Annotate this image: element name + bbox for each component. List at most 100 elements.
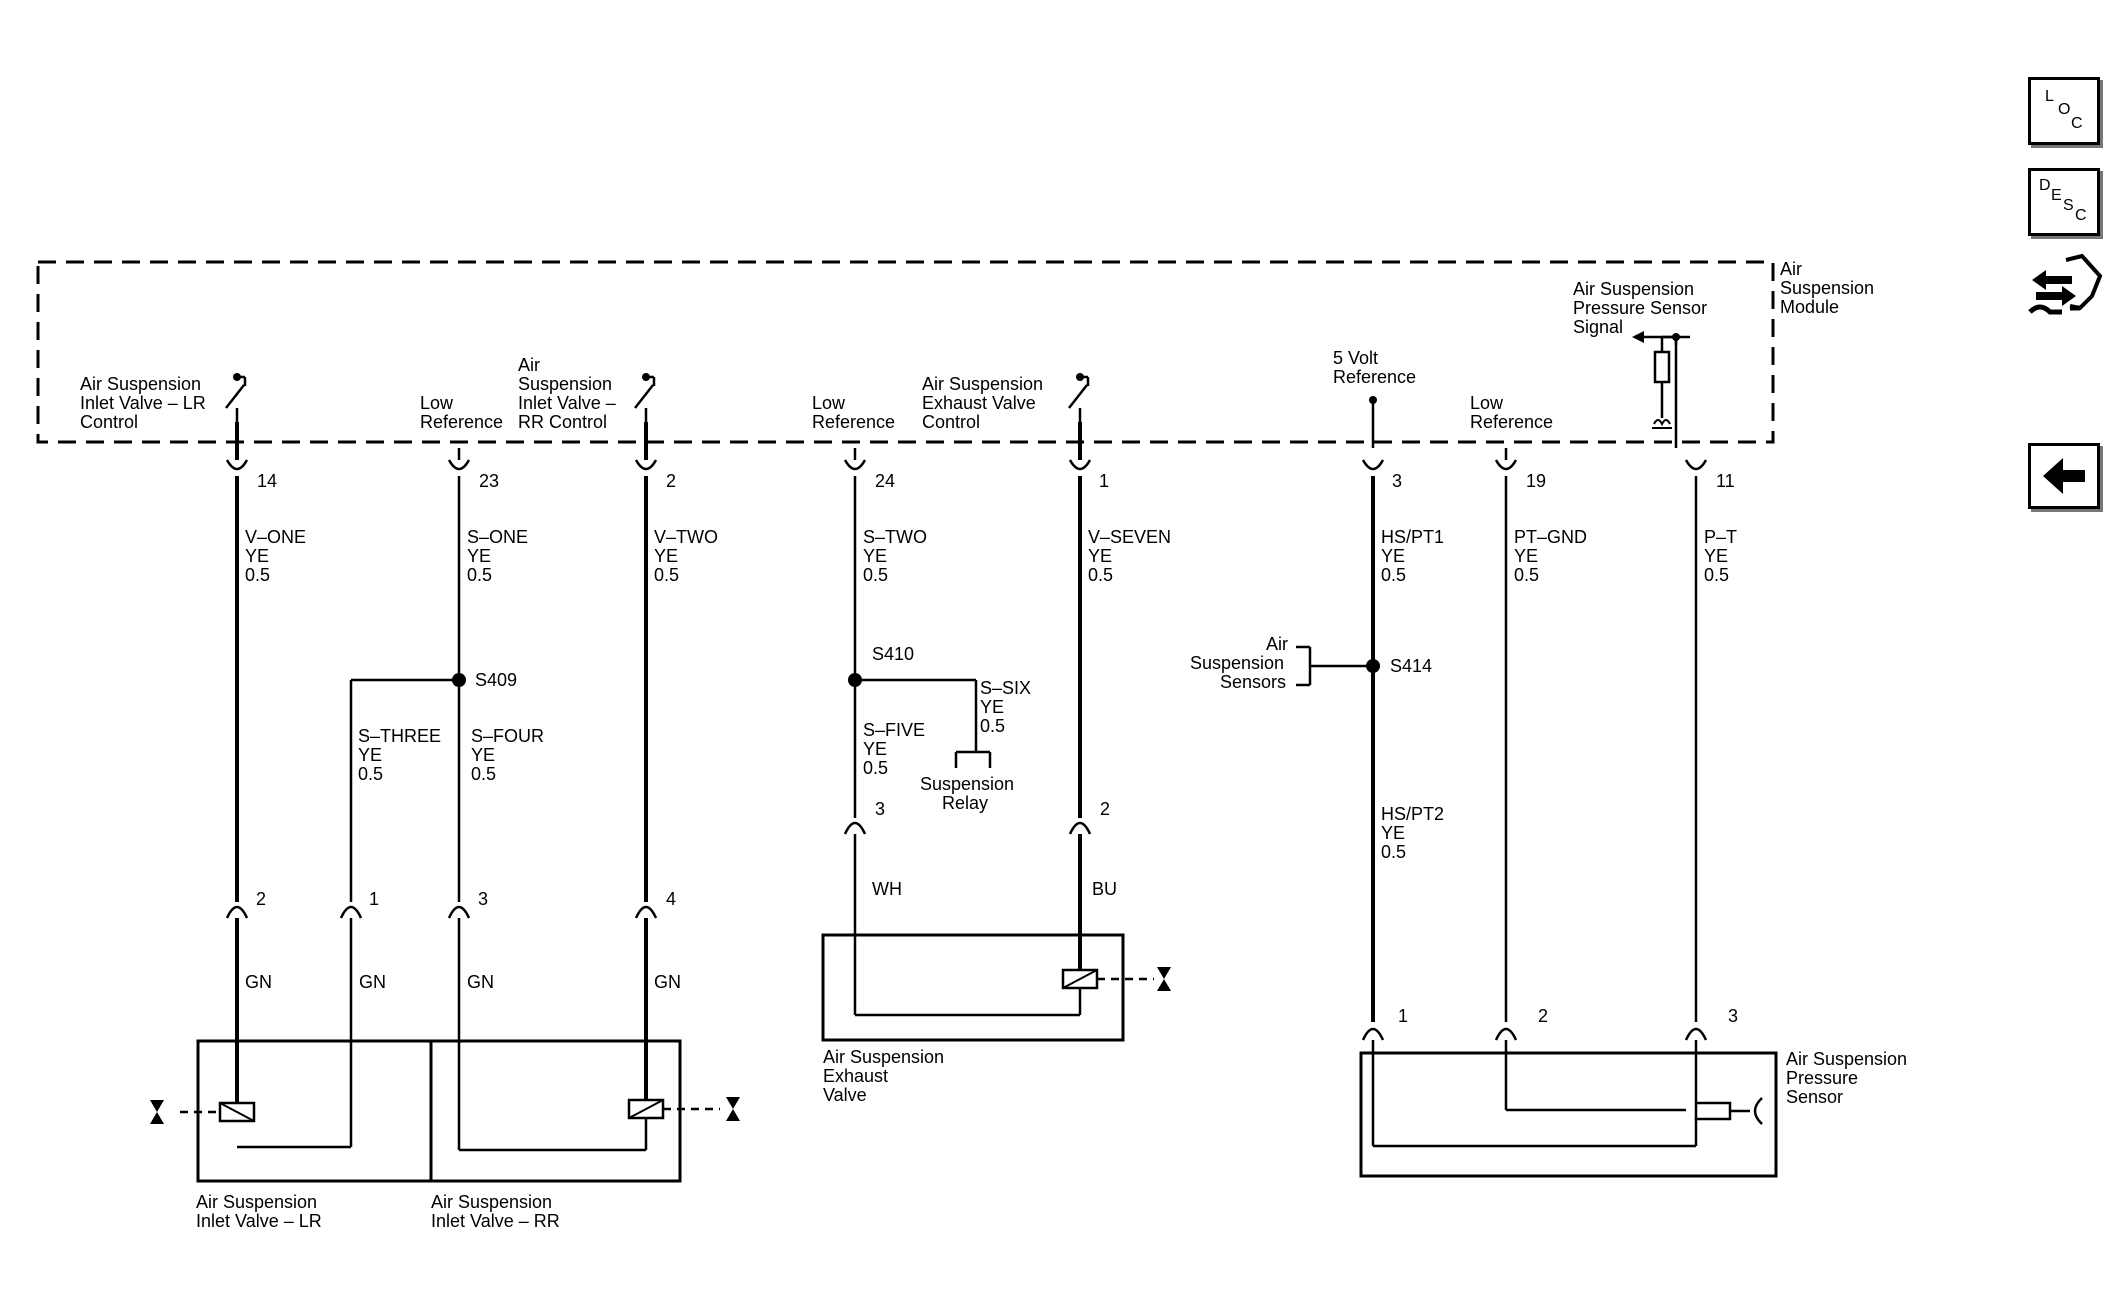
svg-text:Low: Low <box>420 393 454 413</box>
inlet-valve-rr <box>429 1039 740 1183</box>
svg-text:S–TWO: S–TWO <box>863 527 927 547</box>
svg-text:Air Suspension: Air Suspension <box>1786 1049 1907 1069</box>
svg-text:Inlet Valve – LR: Inlet Valve – LR <box>196 1211 322 1231</box>
exhaust-valve-pins: 3 2 WH BU <box>872 799 1117 899</box>
svg-text:S–THREE: S–THREE <box>358 726 441 746</box>
module-pin-numbers: 14 23 2 24 1 3 19 11 <box>257 471 1735 491</box>
module-name-label: Air Suspension Module <box>1780 259 1874 317</box>
pin-3-label: 5 Volt Reference <box>1333 348 1416 387</box>
loc-letter-l: L <box>2045 88 2054 105</box>
svg-text:YE: YE <box>1514 546 1538 566</box>
exhaust-valve <box>821 933 1171 1042</box>
svg-text:V–SEVEN: V–SEVEN <box>1088 527 1171 547</box>
svg-text:YE: YE <box>1088 546 1112 566</box>
svg-text:S414: S414 <box>1390 656 1432 676</box>
svg-text:Suspension: Suspension <box>518 374 612 394</box>
svg-text:1: 1 <box>369 889 379 909</box>
svg-text:YE: YE <box>1381 823 1405 843</box>
back-button[interactable] <box>2028 443 2100 509</box>
svg-text:Inlet Valve – RR: Inlet Valve – RR <box>431 1211 560 1231</box>
svg-text:V–TWO: V–TWO <box>654 527 718 547</box>
desc-letter-c: C <box>2075 207 2087 224</box>
pin-14-label: Air Suspension Inlet Valve – LR Control <box>80 374 206 432</box>
inlet-valve-wire-colors: GN GN GN GN <box>245 972 681 992</box>
back-arrow-icon <box>2043 458 2085 494</box>
svg-text:S409: S409 <box>475 670 517 690</box>
svg-text:0.5: 0.5 <box>1088 565 1113 585</box>
svg-text:Exhaust Valve: Exhaust Valve <box>922 393 1036 413</box>
splice-s409: S409 S–THREE YE 0.5 S–FOUR YE 0.5 <box>358 670 544 784</box>
pressure-sensor-pins: 1 2 3 <box>1398 1006 1738 1026</box>
pressure-sensor-name: Air Suspension Pressure Sensor <box>1786 1049 1907 1107</box>
desc-letter-s: S <box>2063 197 2074 214</box>
svg-text:3: 3 <box>875 799 885 819</box>
svg-text:1: 1 <box>1398 1006 1408 1026</box>
inlet-valve-pin-numbers: 2 1 3 4 <box>256 889 676 909</box>
svg-text:Signal: Signal <box>1573 317 1623 337</box>
svg-text:Suspension: Suspension <box>1190 653 1284 673</box>
svg-text:BU: BU <box>1092 879 1117 899</box>
svg-text:4: 4 <box>666 889 676 909</box>
svg-text:3: 3 <box>1728 1006 1738 1026</box>
svg-text:Inlet Valve –: Inlet Valve – <box>518 393 616 413</box>
connector-end-view-button[interactable] <box>2026 250 2106 330</box>
svg-text:Suspension: Suspension <box>920 774 1014 794</box>
svg-text:Exhaust: Exhaust <box>823 1066 888 1086</box>
pin-11-label: Air Suspension Pressure Sensor Signal <box>1573 279 1707 337</box>
wire-labels-hs-pt1: HS/PT1 YE 0.5 <box>1381 527 1444 585</box>
sensor-signal-pullup-circuit <box>1632 331 1690 448</box>
svg-text:S–FIVE: S–FIVE <box>863 720 925 740</box>
svg-text:Air: Air <box>1266 634 1288 654</box>
svg-text:0.5: 0.5 <box>358 764 383 784</box>
wire-labels-s-one: S–ONE YE 0.5 <box>467 527 528 585</box>
desc-letter-e: E <box>2051 187 2062 204</box>
svg-text:1: 1 <box>1099 471 1109 491</box>
svg-text:Reference: Reference <box>420 412 503 432</box>
svg-text:24: 24 <box>875 471 895 491</box>
svg-text:3: 3 <box>478 889 488 909</box>
svg-text:Low: Low <box>812 393 846 413</box>
svg-text:S–FOUR: S–FOUR <box>471 726 544 746</box>
module-connector-cups <box>225 459 1708 471</box>
svg-text:GN: GN <box>359 972 386 992</box>
svg-text:P–T: P–T <box>1704 527 1737 547</box>
splice-s410: S410 S–SIX YE 0.5 S–FIVE YE 0.5 Suspensi… <box>848 644 1031 813</box>
svg-text:Reference: Reference <box>1470 412 1553 432</box>
svg-text:Control: Control <box>80 412 138 432</box>
svg-text:YE: YE <box>654 546 678 566</box>
svg-text:Module: Module <box>1780 297 1839 317</box>
svg-text:Sensor: Sensor <box>1786 1087 1843 1107</box>
pin-19-label: Low Reference <box>1470 393 1553 432</box>
pin-23-label: Low Reference <box>420 393 503 432</box>
svg-text:Air Suspension: Air Suspension <box>196 1192 317 1212</box>
svg-text:WH: WH <box>872 879 902 899</box>
svg-text:0.5: 0.5 <box>980 716 1005 736</box>
svg-text:0.5: 0.5 <box>863 565 888 585</box>
pin-24-label: Low Reference <box>812 393 895 432</box>
svg-text:Sensors: Sensors <box>1220 672 1286 692</box>
svg-text:Air Suspension: Air Suspension <box>80 374 201 394</box>
wire-labels-s-two: S–TWO YE 0.5 <box>863 527 927 585</box>
desc-letter-d: D <box>2039 177 2051 194</box>
five-volt-reference-symbol <box>1369 396 1377 448</box>
svg-text:RR Control: RR Control <box>518 412 607 432</box>
svg-text:S410: S410 <box>872 644 914 664</box>
air-suspension-module-outline <box>36 260 1775 444</box>
splice-s414: S414 Air Suspension Sensors HS/PT2 YE 0.… <box>1190 634 1444 862</box>
desc-button[interactable]: D E S C <box>2028 168 2100 236</box>
svg-text:Air Suspension: Air Suspension <box>1573 279 1694 299</box>
inlet-valve-lr-name: Air Suspension Inlet Valve – LR <box>196 1192 322 1231</box>
lr-control-switch <box>225 373 247 422</box>
svg-text:0.5: 0.5 <box>863 758 888 778</box>
svg-text:0.5: 0.5 <box>467 565 492 585</box>
wires <box>235 422 1698 1152</box>
svg-text:2: 2 <box>256 889 266 909</box>
wire-labels-v-seven: V–SEVEN YE 0.5 <box>1088 527 1171 585</box>
svg-text:Valve: Valve <box>823 1085 867 1105</box>
loc-button[interactable]: L O C <box>2028 77 2100 145</box>
inlet-valve-rr-name: Air Suspension Inlet Valve – RR <box>431 1192 560 1231</box>
svg-text:HS/PT1: HS/PT1 <box>1381 527 1444 547</box>
pin-2-label: Air Suspension Inlet Valve – RR Control <box>518 355 616 432</box>
inlet-valve-lr <box>150 1039 433 1183</box>
